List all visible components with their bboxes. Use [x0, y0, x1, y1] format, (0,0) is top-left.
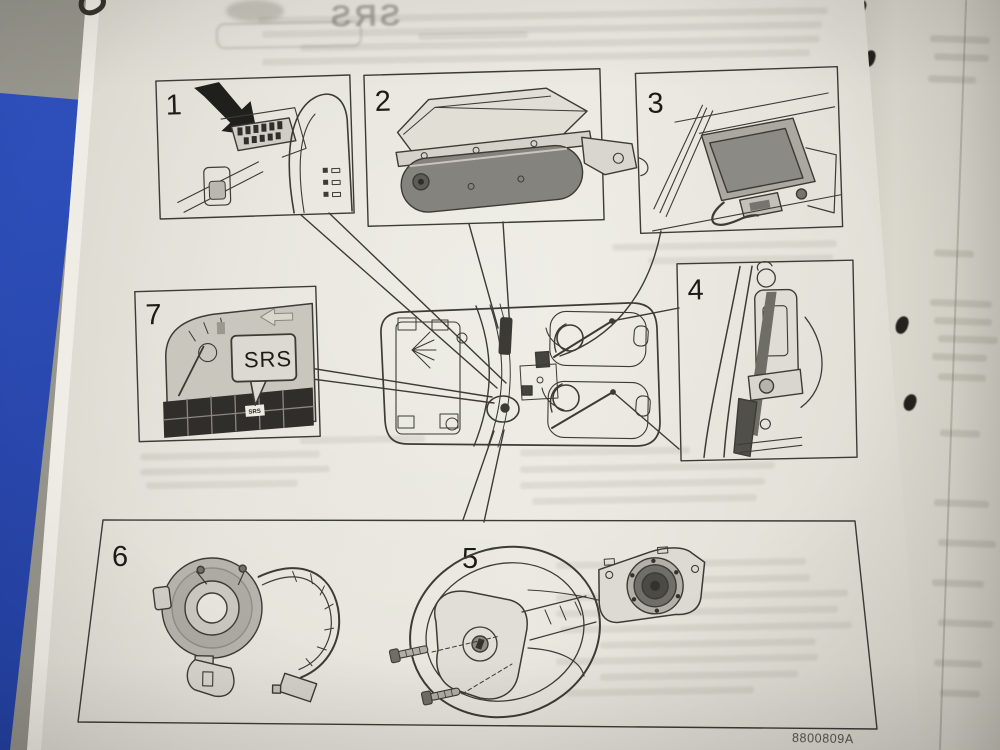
cable-connector	[277, 672, 318, 703]
turn-signal-arrow-icon	[260, 308, 294, 327]
bleed-line	[939, 429, 981, 438]
mounting-bolt	[388, 645, 429, 664]
bleed-line	[937, 373, 987, 382]
bleedthrough-logo-blob	[226, 0, 284, 22]
figure-4-number: 4	[687, 274, 704, 306]
bleed-line	[937, 538, 997, 549]
figure-7-panel: 7 SRS SRS	[134, 285, 321, 443]
mounting-bolt	[420, 687, 461, 706]
driver-airbag-module-illustration	[598, 546, 706, 624]
figure-5-6-panel: 6 5	[77, 519, 878, 730]
figure-1-frame	[155, 74, 355, 220]
control-unit-location	[534, 350, 551, 369]
bleed-line	[933, 249, 975, 258]
figure-7-frame	[134, 285, 321, 443]
figure-2-panel: 2	[363, 68, 649, 227]
figure-3-panel: 3	[634, 65, 844, 235]
srs-callout-balloon	[230, 333, 298, 383]
bleed-line	[937, 619, 994, 628]
figure-1-number: 1	[165, 89, 182, 121]
clock-spring-illustration	[152, 557, 341, 703]
bleed-line	[937, 334, 999, 345]
bleed-line	[929, 298, 993, 309]
figure-3-number: 3	[647, 87, 664, 120]
bleed-line	[933, 53, 990, 62]
connector-location	[521, 385, 533, 396]
steering-wheel-illustration	[388, 545, 619, 719]
pointer-arrow-icon	[194, 82, 258, 136]
bleed-line	[939, 689, 981, 698]
bleed-line	[929, 34, 991, 45]
bleed-line	[933, 659, 983, 668]
car-top-view-illustration	[380, 302, 661, 448]
figure-4-panel: 4	[676, 259, 858, 462]
figure-2-number: 2	[374, 86, 391, 118]
bleed-line	[931, 579, 985, 588]
document-number: 8800809A	[791, 730, 854, 747]
bleed-line	[933, 499, 990, 508]
figure-1-panel: 1	[155, 74, 355, 220]
figure-3-frame	[634, 65, 844, 235]
bleed-line	[933, 316, 993, 327]
figure-5-number: 5	[462, 543, 478, 575]
passenger-airbag-location	[498, 317, 513, 355]
control-unit-box	[709, 127, 804, 194]
figure-5-6-frame	[77, 519, 878, 730]
leader-lines	[296, 212, 680, 523]
steering-wheel-location	[486, 395, 520, 423]
bleed-line	[927, 75, 977, 84]
srs-lamp-label: SRS	[248, 409, 261, 416]
ribbon-cable	[257, 567, 341, 679]
callout-tail	[249, 379, 268, 406]
srs-balloon-label: SRS	[244, 346, 293, 372]
srs-warning-lamp	[245, 404, 265, 417]
figure-7-number: 7	[145, 299, 162, 331]
figure-6-number: 6	[112, 541, 128, 573]
binder-clip	[78, 0, 106, 16]
bleed-line	[931, 353, 988, 362]
